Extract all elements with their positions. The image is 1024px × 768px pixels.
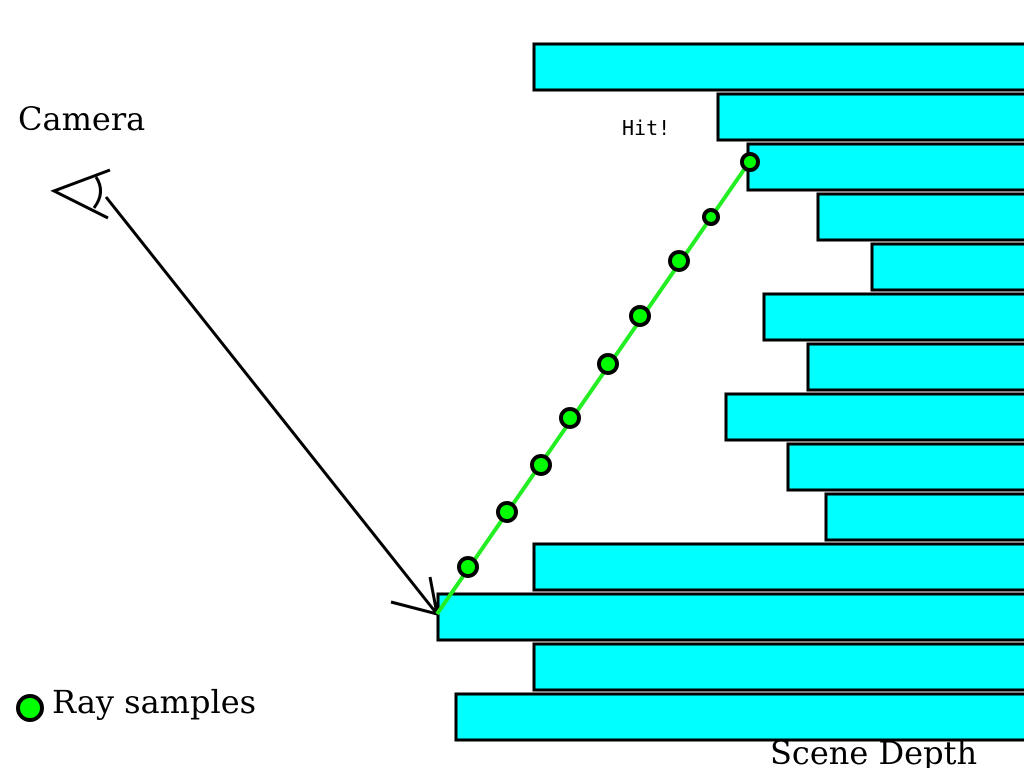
sample-dot-icon [16,694,44,722]
view-ray-arrow [104,196,439,617]
legend: Ray samples [16,683,256,722]
camera-label: Camera [18,100,145,138]
depth-bar [436,592,1024,642]
depth-bar [532,642,1024,692]
ray-sample [740,152,760,172]
legend-label: Ray samples [52,683,256,721]
depth-bar [454,692,1024,742]
scene-depth-bars [436,42,1024,742]
depth-bar [746,142,1024,192]
ray-sample [457,556,479,578]
ray-sample [702,208,720,226]
depth-bar [816,192,1024,242]
ray-sample [668,250,690,272]
ray-samples [457,152,760,578]
depth-bar [824,492,1024,542]
depth-bar [724,392,1024,442]
ray-sample [597,353,619,375]
ray-sample [496,501,518,523]
depth-bar [532,42,1024,92]
depth-bar [716,92,1024,142]
hit-label: Hit! [622,116,670,140]
eye-icon [50,168,111,220]
reflected-ray [435,159,752,616]
ray-sample [559,407,581,429]
depth-bar [532,542,1024,592]
ray-sample [629,305,651,327]
depth-bar [870,242,1024,292]
depth-bar [806,342,1024,392]
depth-bar [762,292,1024,342]
depth-bar [786,442,1024,492]
scene-depth-label: Scene Depth [770,734,977,768]
ray-sample [530,454,552,476]
